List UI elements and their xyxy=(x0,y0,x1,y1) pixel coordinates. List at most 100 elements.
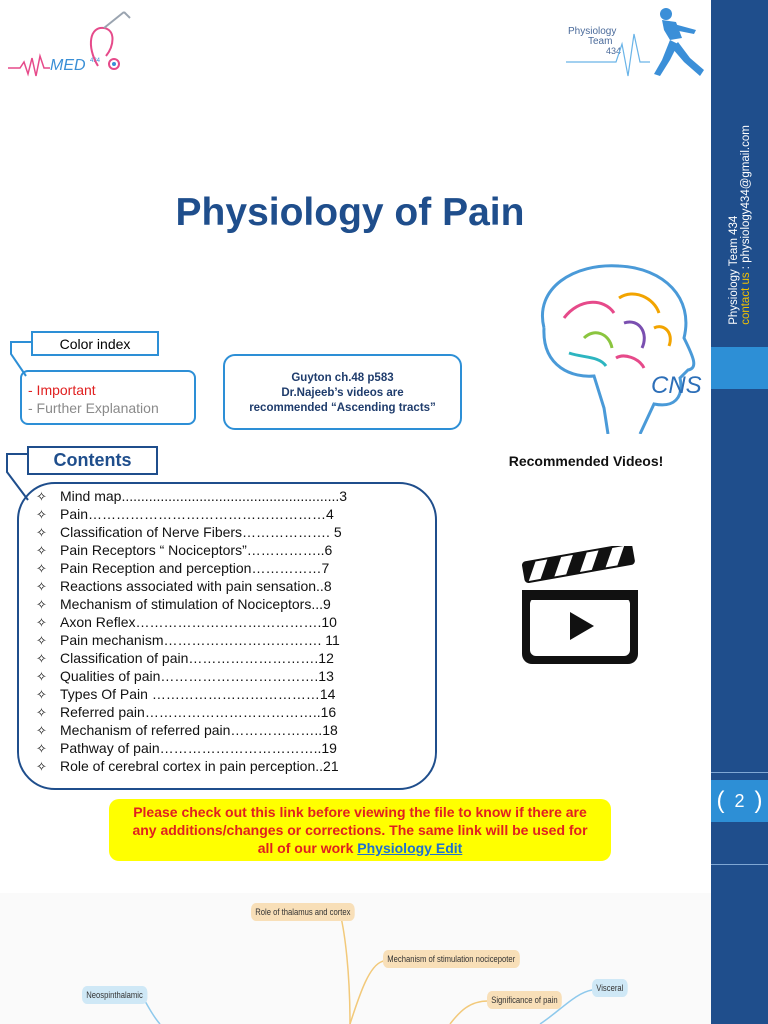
star-bullet-icon: ✧ xyxy=(36,525,47,540)
team-logo-line1: Physiology xyxy=(568,26,616,37)
star-bullet-icon: ✧ xyxy=(36,633,47,648)
sidebar-divider xyxy=(711,864,768,865)
bracket-right-icon: ) xyxy=(754,787,763,814)
contents-panel xyxy=(17,482,437,790)
toc-item-label: Pain……………………………………………4 xyxy=(60,506,334,522)
star-bullet-icon: ✧ xyxy=(36,651,47,666)
physiology-team-logo: Physiology Team 434 xyxy=(566,8,704,77)
mind-map-node: Visceral xyxy=(592,979,628,997)
contents-connector xyxy=(6,453,29,501)
mind-map-preview: Role of thalamus and cortex Mechanism of… xyxy=(0,893,711,1024)
toc-item[interactable]: ✧ Classification of Nerve Fibers………………. 5 xyxy=(36,523,436,541)
toc-item-label: Pain mechanism……………………………. 11 xyxy=(60,632,340,648)
toc-item-label: Axon Reflex………………………………….10 xyxy=(60,614,337,630)
color-index-further: - Further Explanation xyxy=(28,400,159,416)
mind-map-node: Role of thalamus and cortex xyxy=(251,903,355,921)
stethoscope-icon xyxy=(89,26,114,67)
toc-item-label: Pain Reception and perception……………7 xyxy=(60,560,330,576)
update-notice: Please check out this link before viewin… xyxy=(109,799,611,861)
sidebar: Physiology Team 434 contact us : physiol… xyxy=(711,0,768,1024)
color-index-heading: Color index xyxy=(31,331,159,356)
bracket-left-icon: ( xyxy=(716,787,725,814)
toc-item[interactable]: ✧ Referred pain………………………………..16 xyxy=(36,703,436,721)
star-bullet-icon: ✧ xyxy=(36,543,47,558)
toc-item[interactable]: ✧ Types Of Pain ………………………………14 xyxy=(36,685,436,703)
star-bullet-icon: ✧ xyxy=(36,705,47,720)
toc-item[interactable]: ✧ Pain Receptors “ Nociceptors”……………..6 xyxy=(36,541,436,559)
reference-line: Guyton ch.48 p583 xyxy=(291,372,394,384)
star-bullet-icon: ✧ xyxy=(36,579,47,594)
notice-line: all of our work xyxy=(257,840,354,856)
star-bullet-icon: ✧ xyxy=(36,597,47,612)
sidebar-accent-band xyxy=(711,347,768,389)
page-number-value: 2 xyxy=(734,790,745,811)
brain-cns-icon: CNS xyxy=(541,264,702,434)
sidebar-contact-label: contact us xyxy=(739,272,752,325)
toc-item-label: Pathway of pain……………………………..19 xyxy=(60,740,337,756)
toc-item[interactable]: ✧ Pain mechanism……………………………. 11 xyxy=(36,631,436,649)
toc-item[interactable]: ✧ Qualities of pain…………………………….13 xyxy=(36,667,436,685)
team-logo-line2: Team xyxy=(588,36,612,47)
toc-item-label: Referred pain………………………………..16 xyxy=(60,704,337,720)
sidebar-team-name: Physiology Team 434 xyxy=(727,215,740,325)
star-bullet-icon: ✧ xyxy=(36,687,47,702)
star-bullet-icon: ✧ xyxy=(36,561,47,576)
star-bullet-icon: ✧ xyxy=(36,507,47,522)
play-icon xyxy=(570,612,594,640)
color-index-panel: - Important - Further Explanation xyxy=(20,370,196,425)
toc-item-label: Reactions associated with pain sensation… xyxy=(60,578,332,594)
toc-item[interactable]: ✧ Mind map...............................… xyxy=(36,487,436,505)
contents-list: ✧ Mind map...............................… xyxy=(36,487,436,775)
notice-line: any additions/changes or corrections. Th… xyxy=(132,822,588,838)
heartbeat-line-icon xyxy=(8,53,50,77)
toc-item[interactable]: ✧ Mechanism of referred pain………………..18 xyxy=(36,721,436,739)
running-man-icon xyxy=(654,8,704,76)
toc-item[interactable]: ✧ Reactions associated with pain sensatio… xyxy=(36,577,436,595)
toc-item[interactable]: ✧ Axon Reflex………………………………….10 xyxy=(36,613,436,631)
reference-line: Dr.Najeeb’s videos are xyxy=(281,387,404,399)
team-logo-line3: 434 xyxy=(606,46,621,56)
brain-label: CNS xyxy=(651,372,702,399)
star-bullet-icon: ✧ xyxy=(36,759,47,774)
toc-item[interactable]: ✧ Role of cerebral cortex in pain percept… xyxy=(36,757,436,775)
pulse-line-icon xyxy=(566,33,650,77)
mind-map-node: Significance of pain xyxy=(487,991,562,1009)
toc-item-label: Mind map................................… xyxy=(60,488,348,504)
recommended-videos-label: Recommended Videos! xyxy=(508,453,664,469)
page-number: ( 2 ) xyxy=(711,780,768,822)
toc-item[interactable]: ✧ Pathway of pain……………………………..19 xyxy=(36,739,436,757)
toc-item-label: Qualities of pain…………………………….13 xyxy=(60,668,334,684)
notice-line: Please check out this link before viewin… xyxy=(133,804,587,820)
video-clapperboard-icon[interactable] xyxy=(520,546,642,666)
star-bullet-icon: ✧ xyxy=(36,669,47,684)
med-logo: MED 434 xyxy=(8,11,131,77)
toc-item[interactable]: ✧ Pain Reception and perception……………7 xyxy=(36,559,436,577)
references-box: Guyton ch.48 p583 Dr.Najeeb’s videos are… xyxy=(223,354,462,430)
mind-map-branches xyxy=(139,912,593,1024)
toc-item-label: Classification of Nerve Fibers………………. 5 xyxy=(60,524,342,540)
color-index-connector xyxy=(10,341,31,377)
mind-map-node: Neospinthalamic xyxy=(82,986,148,1004)
star-bullet-icon: ✧ xyxy=(36,615,47,630)
med-logo-text: MED xyxy=(50,57,86,74)
star-bullet-icon: ✧ xyxy=(36,723,47,738)
mind-map-node: Mechanism of stimulation nocicepoter xyxy=(383,950,520,968)
sidebar-team-text: Physiology Team 434 contact us : physiol… xyxy=(711,112,768,338)
toc-item-label: Types Of Pain ………………………………14 xyxy=(60,686,336,702)
toc-item[interactable]: ✧ Pain……………………………………………4 xyxy=(36,505,436,523)
toc-item-label: Mechanism of stimulation of Nociceptors.… xyxy=(60,596,331,612)
toc-item[interactable]: ✧ Mechanism of stimulation of Nociceptors… xyxy=(36,595,436,613)
star-bullet-icon: ✧ xyxy=(36,741,47,756)
sidebar-divider xyxy=(711,772,768,773)
toc-item-label: Role of cerebral cortex in pain percepti… xyxy=(60,758,339,774)
page-title: Physiology of Pain xyxy=(175,191,525,234)
reference-line: recommended “Ascending tracts” xyxy=(249,402,436,414)
toc-item-label: Classification of pain……………………….12 xyxy=(60,650,334,666)
star-bullet-icon: ✧ xyxy=(36,489,47,504)
sidebar-contact-email: : physiology434@gmail.com xyxy=(739,125,752,273)
contents-heading: Contents xyxy=(27,446,158,475)
toc-item-label: Mechanism of referred pain………………..18 xyxy=(60,722,338,738)
toc-item-label: Pain Receptors “ Nociceptors”……………..6 xyxy=(60,542,333,558)
toc-item[interactable]: ✧ Classification of pain……………………….12 xyxy=(36,649,436,667)
physiology-edit-link[interactable]: Physiology Edit xyxy=(357,840,463,856)
